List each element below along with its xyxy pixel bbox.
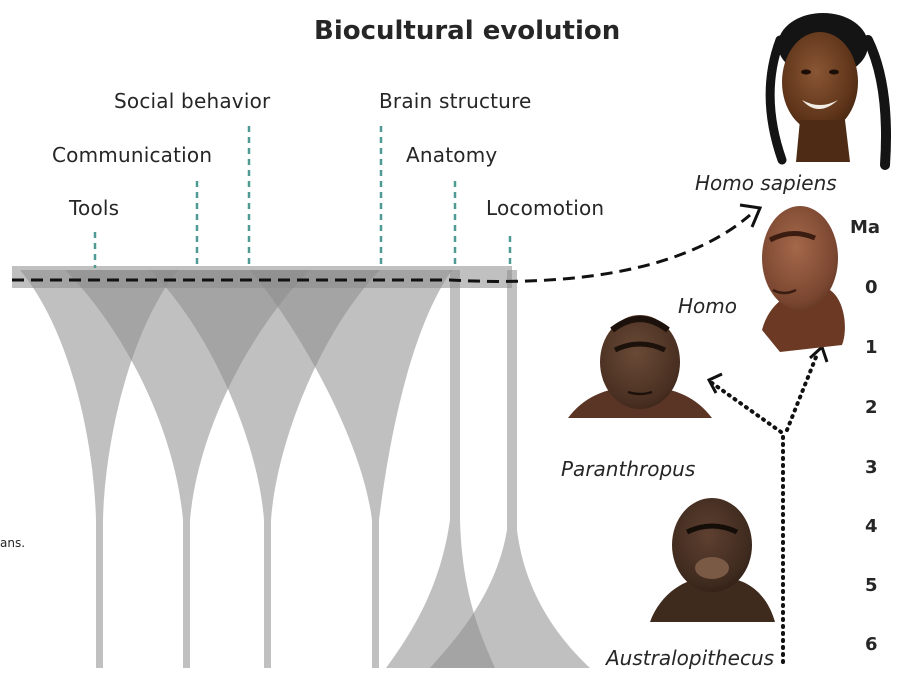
homo-head bbox=[762, 206, 838, 310]
australopithecus-muzzle bbox=[695, 557, 729, 579]
time-tick-4: 4 bbox=[865, 518, 878, 536]
time-tick-3: 3 bbox=[865, 459, 878, 477]
cropped-caption-fragment: ans. bbox=[0, 537, 25, 549]
time-tick-1: 1 bbox=[865, 339, 878, 357]
label-paranthropus: Paranthropus bbox=[561, 459, 695, 479]
label-locomotion: Locomotion bbox=[486, 198, 604, 218]
australopithecus-portrait bbox=[650, 498, 775, 622]
lineage-to-homo bbox=[787, 352, 818, 430]
time-tick-2: 2 bbox=[865, 399, 878, 417]
time-tick-6: 6 bbox=[865, 636, 878, 654]
arrowhead-paranthropus bbox=[709, 374, 722, 393]
paranthropus-portrait bbox=[568, 315, 712, 418]
homo-sapiens-eye-left bbox=[801, 70, 811, 75]
label-australopithecus: Australopithecus bbox=[606, 648, 774, 668]
time-tick-0: 0 bbox=[865, 279, 878, 297]
lineage-to-paranthropus bbox=[712, 383, 781, 432]
homo-sapiens-neck bbox=[796, 120, 850, 162]
label-homo-sapiens: Homo sapiens bbox=[695, 173, 837, 193]
label-tools: Tools bbox=[69, 198, 119, 218]
label-communication: Communication bbox=[52, 145, 212, 165]
homo-sapiens-eye-right bbox=[829, 70, 839, 75]
arrowhead-homo bbox=[810, 347, 827, 362]
evolution-streams bbox=[20, 270, 590, 668]
label-homo: Homo bbox=[678, 296, 737, 316]
label-brain-structure: Brain structure bbox=[379, 91, 532, 111]
homo-portrait bbox=[762, 206, 845, 352]
homo-sapiens-portrait bbox=[770, 13, 886, 165]
time-tick-5: 5 bbox=[865, 577, 878, 595]
homo-sapiens-braid-left bbox=[770, 40, 782, 160]
diagram-title: Biocultural evolution bbox=[314, 18, 620, 44]
homo-sapiens-braid-right bbox=[868, 40, 886, 165]
label-social-behavior: Social behavior bbox=[114, 91, 270, 111]
time-axis-unit: Ma bbox=[850, 219, 880, 237]
homo-sapiens-face bbox=[782, 32, 858, 132]
label-anatomy: Anatomy bbox=[406, 145, 497, 165]
